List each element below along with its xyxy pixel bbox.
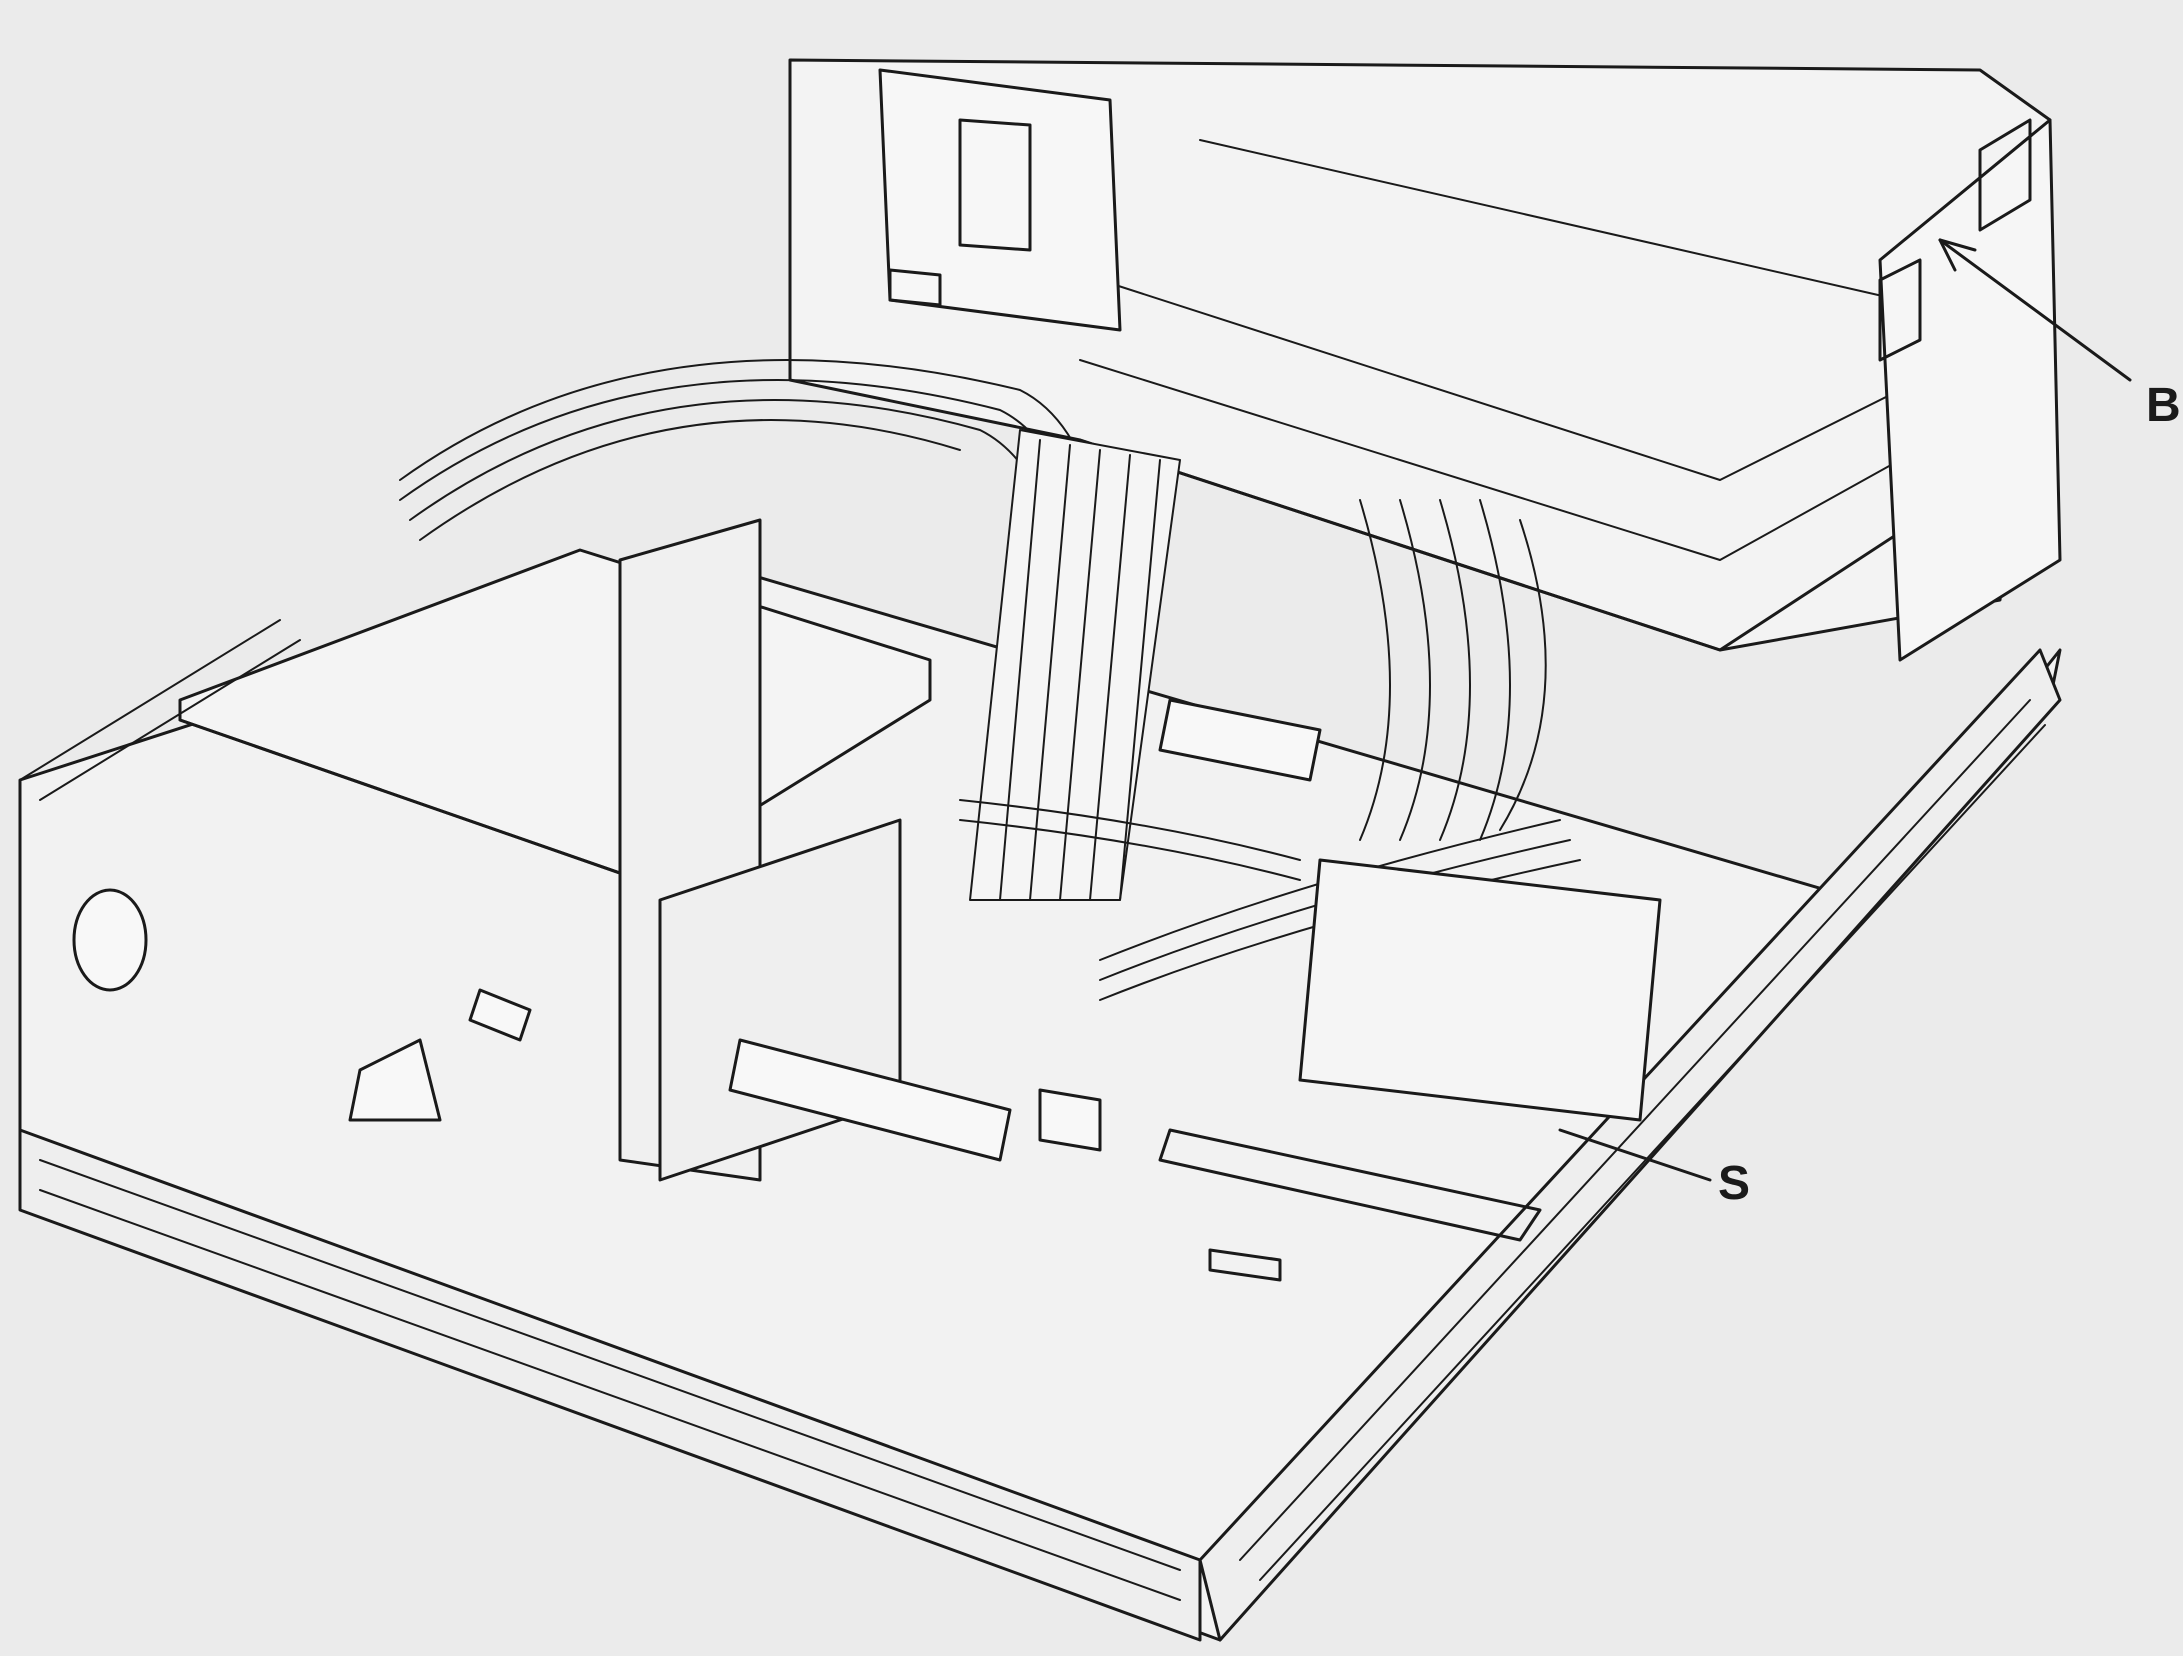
power-connector [1040,1090,1100,1150]
front-vent-slots [40,1160,1180,1600]
top-bracket [880,70,1120,330]
right-vent-slots [1240,700,2045,1580]
chassis-front-lip [20,1130,1200,1640]
capacitor [74,890,146,990]
arrow-to-b [1940,240,2130,380]
motherboard-edge-s [1300,860,1660,1120]
callout-b-label: B [2146,379,2181,432]
bracket-b [1880,120,2060,660]
ribbon-cables [400,360,1546,900]
clip-2 [470,990,530,1040]
front-connector [730,1040,1010,1160]
slot-cutout [1160,1130,1540,1240]
callout-s-label: S [1718,1157,1751,1210]
clip-1 [350,1040,440,1120]
chassis-right-lip [1200,650,2060,1640]
center-connector [1160,700,1320,780]
small-bracket [1210,1250,1280,1280]
leader-to-s [1560,1130,1710,1180]
